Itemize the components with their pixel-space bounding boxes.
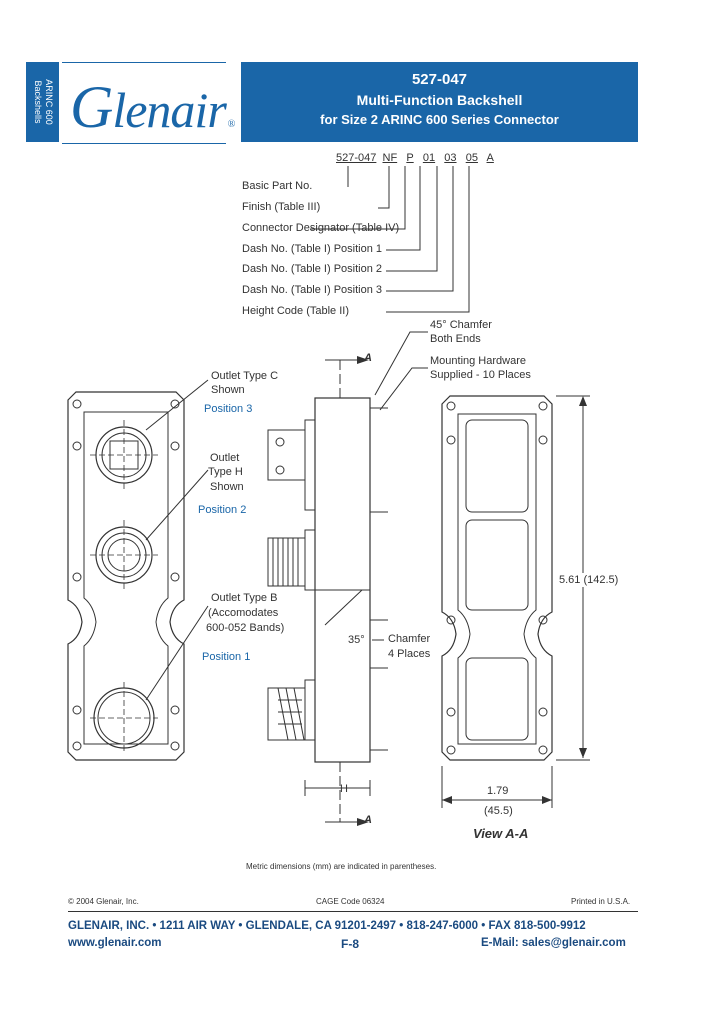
code-pos1: 01 [422, 152, 436, 164]
footer-address: GLENAIR, INC. • 1211 AIR WAY • GLENDALE,… [68, 920, 586, 932]
metric-note: Metric dimensions (mm) are indicated in … [246, 862, 437, 871]
label-chamfer-side-1: Chamfer [388, 633, 431, 645]
callout-designator: Connector Designator (Table IV) [242, 222, 400, 234]
logo-cap: G [70, 74, 113, 140]
side-tab: ARINC 600 Backshells [26, 62, 59, 142]
callout-basic: Basic Part No. [242, 180, 313, 192]
code-pos2: 03 [444, 152, 457, 164]
label-outlet-b-2: (Accomodates [208, 607, 279, 619]
logo-rest: lenair [112, 82, 226, 138]
footer-rule [68, 911, 638, 912]
footer-page-number: F-8 [341, 937, 359, 951]
title-box: 527-047 Multi-Function Backshell for Siz… [241, 62, 638, 142]
callout-pos2: Dash No. (Table I) Position 2 [242, 263, 383, 275]
label-dim-width-2: (45.5) [484, 805, 513, 817]
callout-pos1: Dash No. (Table I) Position 1 [242, 243, 383, 255]
label-hardware-2: Supplied - 10 Places [430, 369, 531, 381]
footer-printed: Printed in U.S.A. [571, 897, 631, 906]
part-number-title: 527-047 [411, 71, 468, 88]
code-pos3: 05 [465, 152, 478, 164]
label-outlet-h-1: Outlet [210, 452, 240, 464]
label-outlet-h-3: Shown [210, 481, 244, 493]
callout-pos3: Dash No. (Table I) Position 3 [242, 284, 383, 296]
code-base: 527-047 [336, 152, 377, 164]
footer-email[interactable]: E-Mail: sales@glenair.com [481, 937, 626, 949]
glenair-logo: Glenair® [70, 73, 236, 142]
label-chamfer-top-2: Both Ends [430, 333, 481, 345]
label-chamfer-side-2: 4 Places [388, 648, 431, 660]
section-label-top: A [364, 352, 372, 364]
label-position-1: Position 1 [202, 651, 251, 663]
code-designator: P [406, 152, 414, 164]
part-code: 527-047 NF P 01 03 05 A [336, 152, 494, 164]
logo-reg: ® [227, 119, 236, 130]
label-outlet-b-3: 600-052 Bands) [206, 622, 285, 634]
label-position-3: Position 3 [204, 403, 253, 415]
logo-box: Glenair® [62, 62, 235, 144]
footer-cage: CAGE Code 06324 [316, 897, 385, 906]
label-outlet-c-2: Shown [211, 384, 245, 396]
callout-finish: Finish (Table III) [242, 201, 321, 213]
footer-website[interactable]: www.glenair.com [68, 937, 162, 949]
footer-copyright: © 2004 Glenair, Inc. [68, 897, 139, 906]
label-chamfer-top-1: 45° Chamfer [430, 319, 492, 331]
label-outlet-c-1: Outlet Type C [211, 370, 279, 382]
label-outlet-h-2: Type H [208, 466, 243, 478]
label-dim-length: 5.61 (142.5) [557, 573, 621, 587]
label-dim-h: H [340, 783, 348, 795]
product-subtitle: for Size 2 ARINC 600 Series Connector [320, 112, 559, 127]
label-position-2: Position 2 [198, 504, 247, 516]
code-finish: NF [382, 152, 398, 164]
label-outlet-b-1: Outlet Type B [211, 592, 278, 604]
code-height: A [486, 152, 494, 164]
label-dim-width-1: 1.79 [487, 785, 509, 797]
label-angle: 35° [348, 634, 365, 646]
section-label-bottom: A [364, 814, 372, 826]
view-aa-label: View A-A [473, 826, 529, 841]
label-hardware-1: Mounting Hardware [430, 355, 526, 367]
callout-height: Height Code (Table II) [242, 305, 349, 317]
product-title: Multi-Function Backshell [356, 92, 523, 108]
